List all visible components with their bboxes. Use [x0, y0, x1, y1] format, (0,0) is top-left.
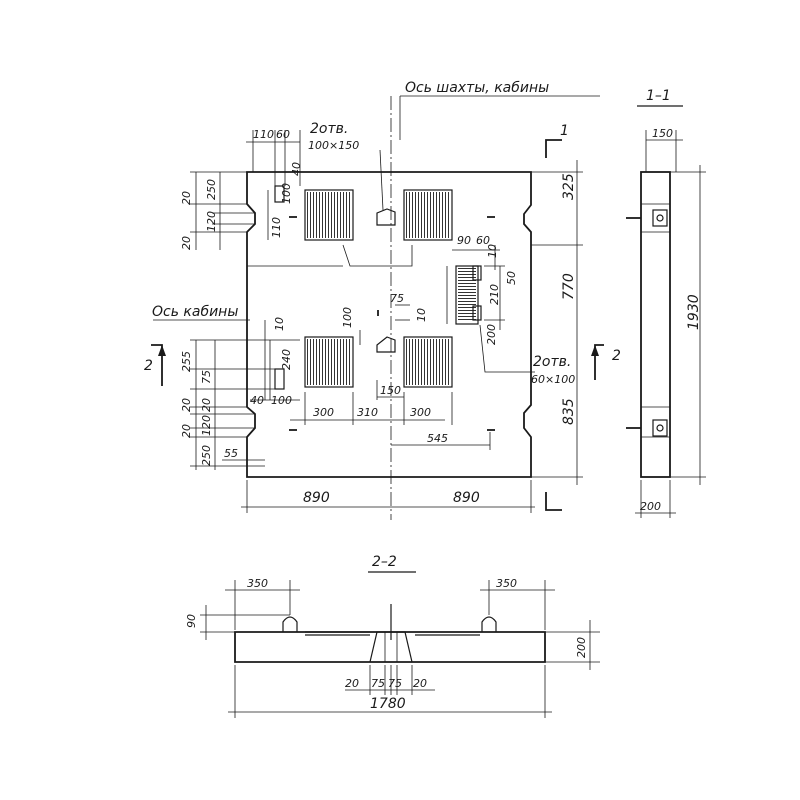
- hatched-block-lower-right: [403, 336, 453, 388]
- dimension-s2-20a: 20: [345, 677, 359, 690]
- hole-left-upper: [274, 185, 285, 203]
- dimension-s2-75b: 75: [388, 677, 402, 690]
- dimension-l-240: 240: [280, 349, 293, 370]
- plan-labels: Ось шахты, кабины Ось кабины 2отв. 100×1…: [144, 80, 621, 506]
- dimension-s2-75a: 75: [371, 677, 385, 690]
- dimension-l-20a: 20: [180, 398, 193, 412]
- cabin-axis-label: Ось кабины: [152, 304, 238, 320]
- cut-1-label: 1: [560, 123, 569, 139]
- dimension-s1-1930: 1930: [686, 294, 702, 330]
- holes-top-size: 100×150: [308, 139, 359, 152]
- dimension-left-120: 120: [205, 211, 218, 232]
- dimension-s2-90: 90: [185, 614, 198, 628]
- cut-2-left-label: 2: [144, 358, 153, 374]
- dimension-left-20: 20: [180, 191, 193, 205]
- dimension-l-55: 55: [224, 447, 238, 460]
- dimension-l-75: 75: [200, 370, 213, 384]
- dimension-l-100: 100: [271, 394, 292, 407]
- dimension-w-890a: 890: [303, 490, 330, 506]
- holes-top-label: 2отв.: [310, 121, 348, 137]
- section-1-1-title: 1–1: [646, 88, 671, 104]
- dimension-b-150: 150: [380, 384, 401, 397]
- dimension-b-545: 545: [427, 432, 448, 445]
- dimension-h-835: 835: [561, 398, 577, 425]
- holes-right-size: 60×100: [531, 373, 575, 386]
- dimension-c-100: 100: [341, 307, 354, 328]
- dimension-top-100: 100: [280, 183, 293, 204]
- dimension-top-40: 40: [290, 162, 303, 176]
- plan-view: [151, 95, 604, 520]
- dimension-s2-350a: 350: [247, 577, 268, 590]
- dimension-r-10: 10: [486, 244, 499, 258]
- dimension-left-20b: 20: [180, 236, 193, 250]
- dimension-r-60: 60: [476, 234, 490, 247]
- dimension-l-250: 250: [200, 445, 213, 466]
- dimension-b-300a: 300: [313, 406, 334, 419]
- dimension-h-325: 325: [561, 173, 577, 200]
- shaft-axis-label: Ось шахты, кабины: [405, 80, 549, 96]
- dimension-top-110: 110: [253, 128, 274, 141]
- hole-right-upper: [472, 265, 482, 281]
- cut-marker-1-top: [545, 139, 562, 158]
- hatched-block-upper-right: [403, 189, 453, 241]
- cut-2-right-label: 2: [612, 348, 621, 364]
- dimension-r-10b: 10: [415, 308, 428, 322]
- dimension-l-40: 40: [250, 394, 264, 407]
- section-2-2-title: 2–2: [372, 554, 397, 570]
- dimension-left-110: 110: [270, 217, 283, 238]
- holes-right-label: 2отв.: [533, 354, 571, 370]
- dimension-l-120: 120: [200, 415, 213, 436]
- dimension-r-90: 90: [457, 234, 471, 247]
- hatched-block-right: [455, 265, 479, 325]
- section-2-2-body: [234, 631, 546, 663]
- dimension-s2-350b: 350: [496, 577, 517, 590]
- dimension-c-10: 10: [273, 317, 286, 331]
- dimension-s1-200: 200: [640, 500, 661, 513]
- dimension-w-890b: 890: [453, 490, 480, 506]
- dimension-l-20c: 20: [180, 424, 193, 438]
- dimension-left-250: 250: [205, 179, 218, 200]
- dimension-b-310: 310: [357, 406, 378, 419]
- hole-left-lower: [274, 368, 285, 390]
- dimension-s2-20b: 20: [413, 677, 427, 690]
- hatched-block-lower-left: [304, 336, 354, 388]
- hatched-block-upper-left: [304, 189, 354, 241]
- dimension-r-200: 200: [485, 324, 498, 345]
- dimension-l-255: 255: [180, 351, 193, 372]
- dimension-b-300b: 300: [410, 406, 431, 419]
- dimension-r-50: 50: [505, 271, 518, 285]
- dimension-top-60: 60: [276, 128, 290, 141]
- section-1-1: 1–1 150 1930 200: [626, 88, 706, 518]
- hole-right-lower: [472, 305, 482, 321]
- dimension-s2-200: 200: [575, 637, 588, 658]
- section-1-1-body: [640, 171, 671, 478]
- dimension-h-770: 770: [561, 273, 577, 300]
- section-2-2: 2–2: [185, 554, 600, 718]
- cut-marker-1-bottom: [545, 492, 562, 511]
- dimension-l-20b: 20: [200, 398, 213, 412]
- dimension-c-75: 75: [390, 292, 404, 305]
- dimension-r-210: 210: [488, 284, 501, 305]
- dimension-s1-150: 150: [652, 127, 673, 140]
- dimension-s2-1780: 1780: [370, 696, 406, 712]
